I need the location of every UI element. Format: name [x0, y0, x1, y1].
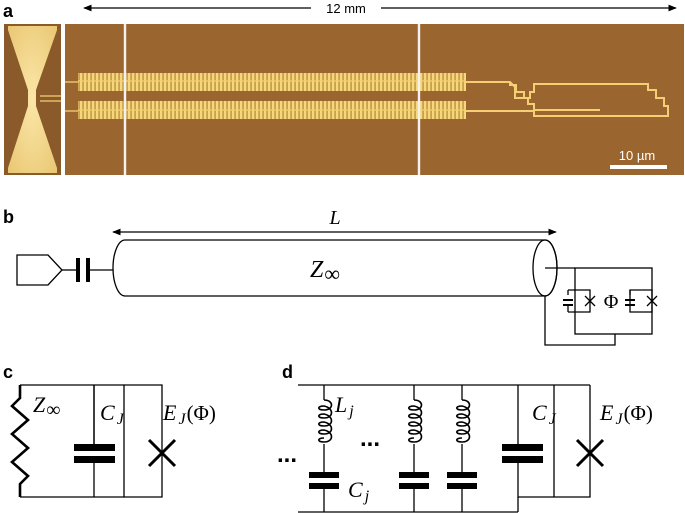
lc-cell	[399, 385, 429, 512]
impedance-label: Z∞	[33, 392, 61, 421]
resonator-micrograph	[63, 24, 684, 175]
ellipsis-left: ...	[277, 441, 297, 468]
scale-bar	[610, 165, 667, 169]
capacitor-icon	[309, 472, 339, 478]
inductor-icon	[455, 399, 471, 443]
lc-cell	[309, 385, 339, 512]
scale-bar-label: 10 µm	[619, 148, 655, 163]
capacitor-icon	[399, 472, 429, 478]
squid-termination: Φ	[544, 267, 658, 346]
junction-right-icon	[646, 295, 658, 307]
flux-symbol: Φ	[604, 291, 619, 313]
junction-icon	[575, 438, 605, 468]
ellipsis-middle: ...	[360, 425, 380, 452]
length-symbol: L	[328, 207, 340, 229]
lc-cell-group	[309, 385, 477, 512]
panel-b-label: b	[3, 207, 14, 227]
length-label: 12 mm	[326, 1, 366, 16]
upper-finger-array	[78, 73, 466, 91]
resistor-icon	[10, 385, 30, 497]
squid-loop-trace	[466, 81, 669, 117]
junction-left-icon	[584, 295, 596, 307]
inductor-icon	[317, 399, 333, 443]
capacitor-icon	[74, 444, 115, 451]
inductor-icon	[407, 399, 423, 443]
bond-pad-image	[4, 24, 61, 175]
panel-a-label: a	[3, 1, 14, 21]
lc-cell	[447, 385, 477, 512]
junction-capacitor-icon	[502, 444, 543, 451]
junction-icon	[147, 438, 177, 468]
impedance-label: Z∞	[310, 257, 340, 286]
panel-c-label: c	[3, 362, 13, 382]
panel-d-label: d	[282, 362, 293, 382]
panel-a: a	[3, 1, 684, 175]
capacitor-icon	[447, 472, 477, 478]
probe-port	[16, 254, 63, 286]
panel-b: b L Z∞	[3, 207, 658, 346]
